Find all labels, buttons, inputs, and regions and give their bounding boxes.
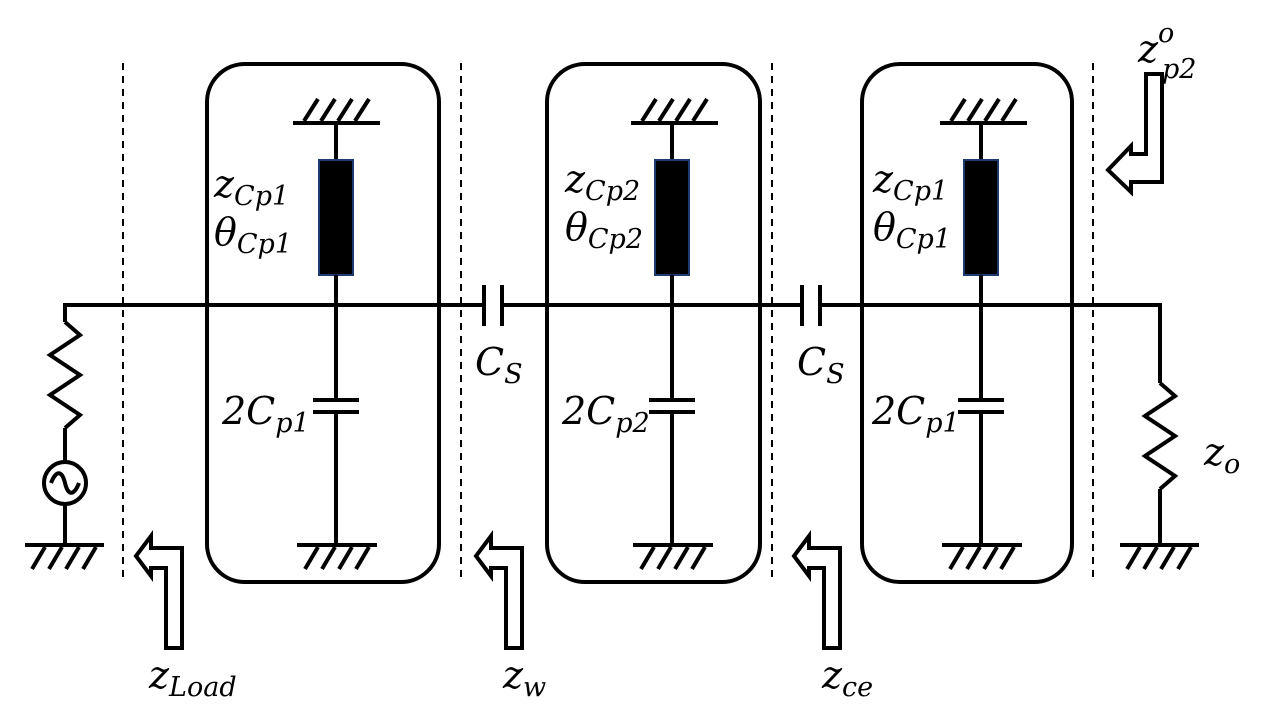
arrow-icon-zload <box>133 530 184 650</box>
impedance-label-zo: zo <box>1203 430 1240 480</box>
section-box-2 <box>545 62 762 584</box>
series-capacitor-label-1: CS <box>475 340 523 390</box>
shunt-branch-1 <box>313 122 359 544</box>
series-capacitor-2 <box>800 285 822 326</box>
impedance-label-zce: zce <box>821 653 873 703</box>
arrow-icon-zw <box>473 530 524 650</box>
stub-line-3 <box>963 159 999 276</box>
stub-angle-label-1: θCp1 <box>214 210 292 260</box>
stub-line-1 <box>318 159 354 276</box>
source-resistor <box>46 303 84 462</box>
stub-impedance-label-3: zCp1 <box>872 157 948 207</box>
stub-impedance-label-2: zCp2 <box>564 157 640 207</box>
shunt-branch-3 <box>958 122 1004 544</box>
stub-impedance-label-1: zCp1 <box>213 162 289 212</box>
arrow-icon-zce <box>791 530 842 650</box>
reference-planes <box>122 63 1094 580</box>
arrow-icon-zp2o <box>1105 72 1164 197</box>
ground-icon <box>942 543 1022 571</box>
shunt-capacitor-label-2: 2Cp2 <box>561 389 650 439</box>
impedance-label-zload: zLoad <box>148 653 237 703</box>
impedance-label-zw: zw <box>502 653 546 703</box>
ground-icon <box>631 97 718 125</box>
ground-icon <box>940 97 1027 125</box>
series-capacitor-label-2: CS <box>797 340 845 390</box>
shunt-capacitor-label-1: 2Cp1 <box>221 389 310 439</box>
ground-icon <box>297 543 377 571</box>
ground-icon <box>293 97 380 125</box>
ground-icon <box>633 543 713 571</box>
stub-angle-label-2: θCp2 <box>565 205 643 255</box>
stub-line-2 <box>654 159 690 276</box>
ground-icon <box>25 543 104 571</box>
section-box-3 <box>860 62 1074 584</box>
series-capacitor-1 <box>482 285 504 326</box>
stub-angle-label-3: θCp1 <box>873 205 951 255</box>
ground-icon <box>1120 543 1199 571</box>
shunt-branch-2 <box>649 122 695 544</box>
shunt-capacitor-label-3: 2Cp1 <box>871 389 960 439</box>
section-box-1 <box>205 62 441 584</box>
output-resistor <box>1141 303 1179 543</box>
ac-source-icon <box>42 460 88 543</box>
